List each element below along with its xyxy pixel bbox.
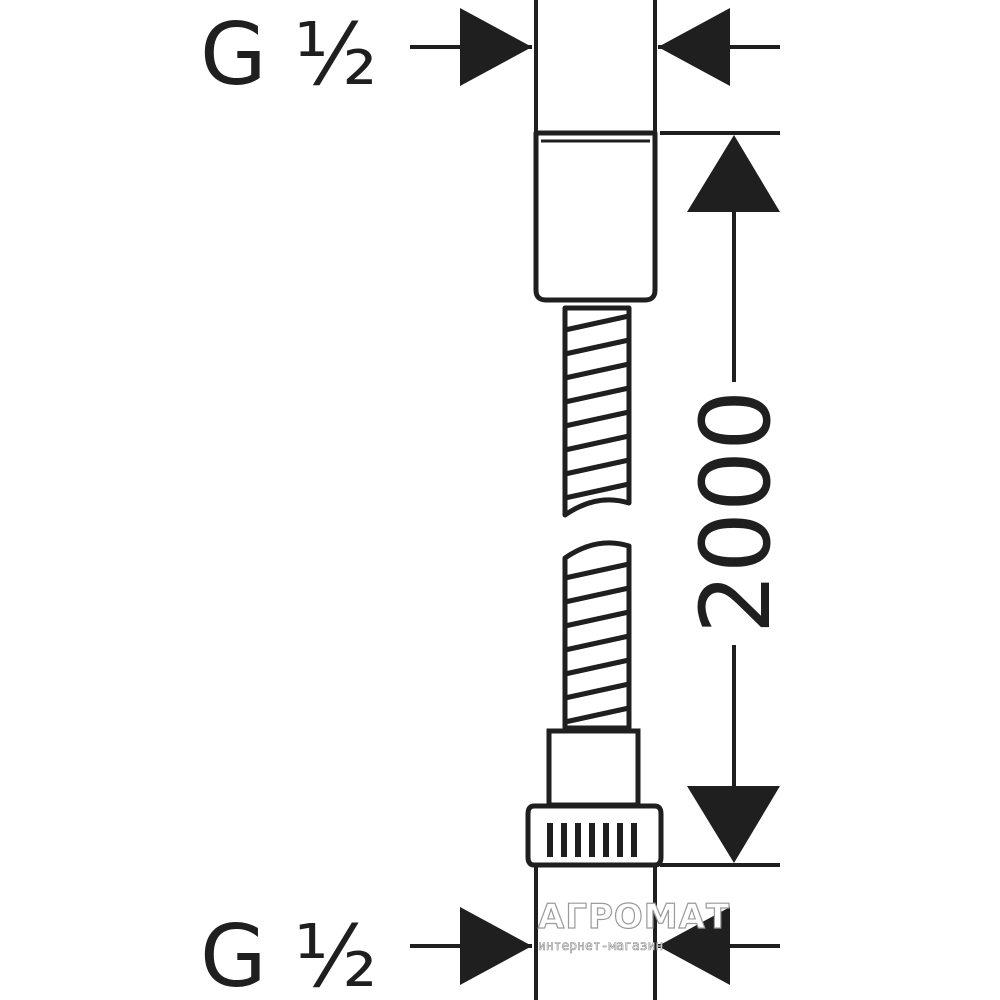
bottom-arrow-right-icon	[460, 907, 532, 985]
length-dimension-label: 2000	[680, 390, 792, 634]
top-fitting	[533, 130, 658, 303]
bottom-arrow-left-icon	[658, 907, 730, 985]
bottom-thread-label: G ½	[200, 907, 377, 1000]
upper-hose-segment	[562, 305, 632, 518]
top-arrow-right-icon	[460, 8, 532, 86]
bottom-fitting-body	[546, 728, 641, 808]
watermark: АГРОМАТ интернет-магазин	[537, 896, 730, 954]
knurled-nut	[525, 803, 664, 868]
top-thread-dimension: G ½	[200, 5, 780, 105]
top-arrow-left-icon	[658, 8, 730, 86]
watermark-brand: АГРОМАТ	[538, 897, 730, 937]
lower-hose-segment	[562, 540, 632, 731]
length-arrow-up-icon	[687, 135, 780, 212]
length-dimension: 2000	[660, 131, 792, 867]
length-arrow-down-icon	[687, 786, 780, 863]
top-thread-label: G ½	[200, 5, 377, 105]
watermark-tagline: интернет-магазин	[538, 939, 663, 954]
bottom-thread-dimension: G ½	[200, 907, 780, 1000]
